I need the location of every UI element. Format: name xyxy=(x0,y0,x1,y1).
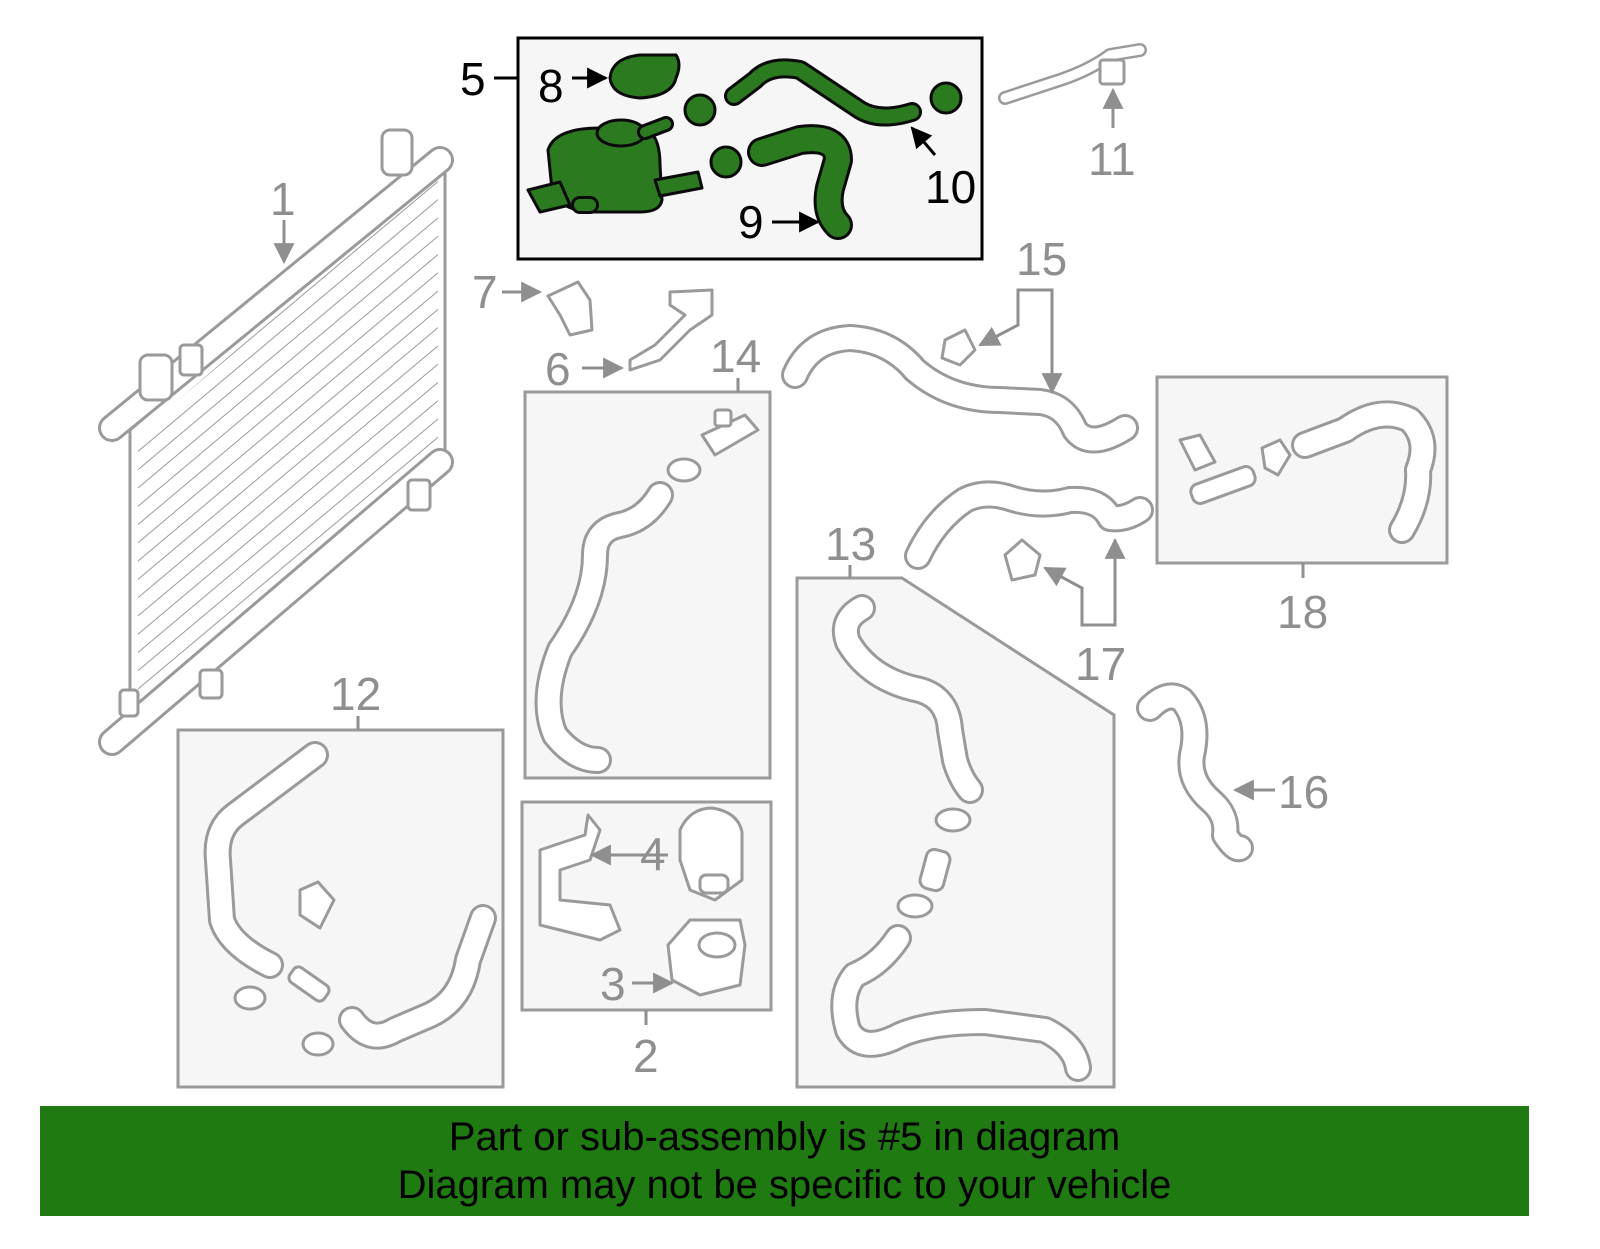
box-14 xyxy=(523,390,772,780)
coolant-pipe xyxy=(998,43,1147,105)
clamp-14 xyxy=(666,457,702,483)
hose-12-lower xyxy=(338,904,497,1050)
clamp-13-b xyxy=(896,893,934,919)
clamp-12-b xyxy=(301,1031,335,1057)
info-banner: Part or sub-assembly is #5 in diagram Di… xyxy=(40,1106,1529,1216)
connector-18 xyxy=(1178,433,1257,505)
reservoir-cap xyxy=(608,53,681,100)
hose-14 xyxy=(534,481,674,774)
clip-17 xyxy=(1003,538,1042,582)
hose-15 xyxy=(781,324,1139,454)
bracket-6 xyxy=(628,288,714,372)
bracket-7 xyxy=(546,280,594,337)
hose-16 xyxy=(1136,682,1254,863)
callout-14: 14 xyxy=(710,330,761,382)
connector-14 xyxy=(700,408,760,457)
callout-17: 17 xyxy=(1075,638,1126,690)
clip-12 xyxy=(298,880,336,930)
callout-4: 4 xyxy=(640,828,666,880)
callout-3: 3 xyxy=(600,958,626,1010)
coolant-reservoir xyxy=(526,116,704,214)
hose-13-upper xyxy=(831,594,984,804)
connector-13 xyxy=(918,847,952,893)
callout-13: 13 xyxy=(825,518,876,570)
callout-9: 9 xyxy=(738,196,764,248)
callout-11: 11 xyxy=(1088,133,1136,185)
clip-15 xyxy=(940,328,977,367)
callout-15: 15 xyxy=(1016,233,1067,285)
pump-bracket xyxy=(538,813,622,942)
hose-13-lower xyxy=(830,924,1092,1082)
callout-16: 16 xyxy=(1278,766,1329,818)
clamp-13-a xyxy=(934,807,972,833)
pump-mount xyxy=(666,918,747,997)
hose-17 xyxy=(904,480,1154,570)
connector-12 xyxy=(287,965,331,1003)
banner-line-1: Part or sub-assembly is #5 in diagram xyxy=(448,1115,1121,1159)
radiator xyxy=(98,128,454,756)
reservoir-hose xyxy=(747,124,853,240)
callout-10: 10 xyxy=(925,161,976,213)
callout-5: 5 xyxy=(460,53,486,105)
hose-12-upper xyxy=(203,741,329,979)
clip-18 xyxy=(1260,438,1292,477)
clamp-12-a xyxy=(233,985,267,1011)
callout-8: 8 xyxy=(538,60,564,112)
hose-clamp-green-2 xyxy=(709,145,743,179)
hose-clamp-green-1 xyxy=(683,93,717,127)
banner-line-2: Diagram may not be specific to your vehi… xyxy=(397,1163,1172,1207)
hose-clamp-green-3 xyxy=(929,81,963,115)
callout-6: 6 xyxy=(545,343,571,395)
callout-2: 2 xyxy=(633,1030,659,1082)
callout-12: 12 xyxy=(330,668,381,720)
electric-water-pump xyxy=(678,806,744,902)
callout-1: 1 xyxy=(270,173,296,225)
callout-18: 18 xyxy=(1277,586,1328,638)
hose-18 xyxy=(1291,400,1437,544)
callout-7: 7 xyxy=(472,266,498,318)
overflow-hose xyxy=(724,58,922,127)
